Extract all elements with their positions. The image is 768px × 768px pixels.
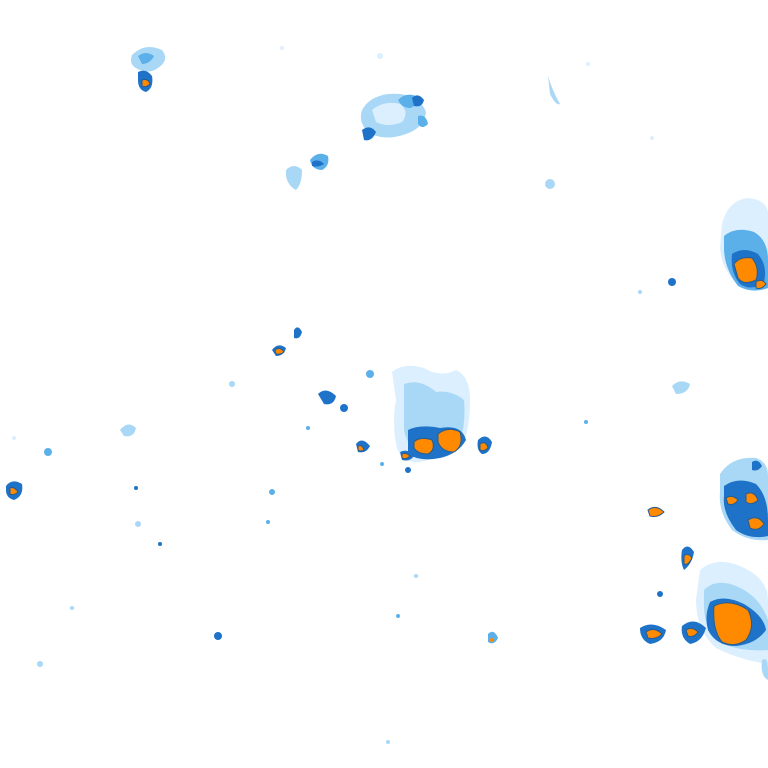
precip-cell-central-cluster <box>380 365 492 473</box>
precip-cell-top-left <box>131 46 166 92</box>
precip-cell-left-edge <box>6 481 23 500</box>
precip-specks-top <box>280 46 676 294</box>
precip-cell-top-center <box>360 93 428 141</box>
precip-cell-right-top <box>720 198 768 291</box>
precip-cell-small-a <box>286 153 329 190</box>
precip-specks-lower <box>37 381 690 744</box>
precip-cell-bottom-right <box>640 546 768 680</box>
precip-cell-right-middle <box>647 457 768 541</box>
precip-cell-middle-left <box>12 327 374 456</box>
